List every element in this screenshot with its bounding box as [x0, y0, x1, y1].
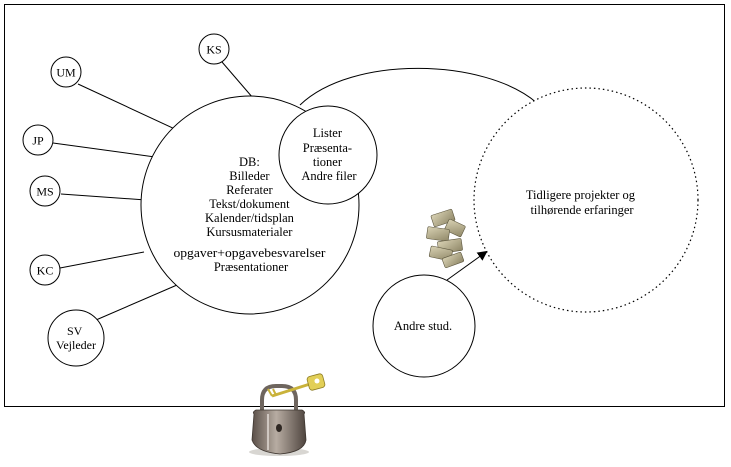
diagram-frame [4, 4, 725, 407]
member-node-um [50, 56, 82, 88]
connector-jp [52, 142, 156, 158]
member-label-um: UM [56, 66, 76, 80]
lists-circle [278, 105, 378, 205]
db-to-projects-arc [299, 67, 538, 106]
member-node-ms [29, 175, 61, 207]
students-to-projects-arrow [446, 250, 488, 281]
connector-ms [60, 193, 147, 201]
member-node-sv [47, 309, 105, 367]
padlock-key-icon [249, 373, 326, 456]
member-label-ks: KS [206, 43, 221, 57]
member-node-ks [198, 33, 230, 65]
previous-projects-circle [473, 87, 699, 313]
member-label-kc: KC [37, 264, 54, 278]
connector-sv [95, 284, 178, 321]
db-contents-label: DB: Billeder Referater Tekst/dokument Ka… [173, 155, 328, 274]
connector-um [77, 83, 178, 131]
lists-label: Lister Præsenta- tioner Andre filer [301, 126, 357, 183]
member-label-sv: SV Vejleder [56, 324, 96, 352]
money-stack-icon [426, 208, 466, 268]
member-nodes [22, 33, 230, 367]
member-label-jp: JP [32, 134, 44, 148]
other-students-circle [372, 274, 476, 378]
member-label-ms: MS [36, 185, 53, 199]
previous-projects-label: Tidligere projekter og tilhørende erfari… [526, 188, 638, 217]
other-students-label: Andre stud. [394, 319, 452, 333]
member-node-kc [29, 254, 61, 286]
connector-kc [59, 251, 145, 269]
member-connectors [52, 61, 254, 321]
member-node-jp [22, 124, 54, 156]
connector-ks [221, 61, 254, 99]
